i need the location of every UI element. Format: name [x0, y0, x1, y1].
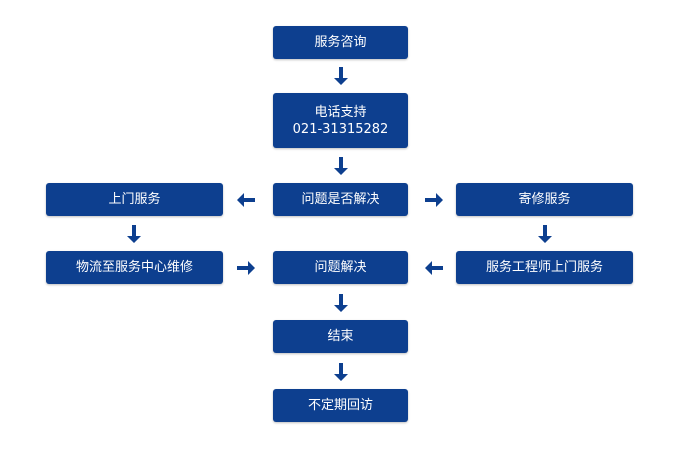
arrow-down-icon	[334, 294, 348, 312]
node-label: 问题解决	[314, 260, 367, 275]
phone-number: 021-31315282	[292, 121, 389, 137]
node-label: 电话支持	[314, 104, 367, 120]
node-logistics-repair: 物流至服务中心维修	[46, 251, 223, 284]
node-onsite-service: 上门服务	[46, 183, 223, 216]
node-label: 寄修服务	[518, 192, 571, 207]
arrow-right-icon	[425, 193, 443, 207]
node-label: 服务工程师上门服务	[485, 260, 603, 275]
arrow-down-icon	[334, 67, 348, 85]
node-engineer-onsite: 服务工程师上门服务	[456, 251, 633, 284]
node-phone-support: 电话支持 021-31315282	[273, 93, 408, 148]
node-label: 服务咨询	[314, 35, 367, 50]
arrow-down-icon	[127, 225, 141, 243]
node-label: 结束	[327, 329, 354, 344]
node-mail-repair: 寄修服务	[456, 183, 633, 216]
node-followup: 不定期回访	[273, 389, 408, 422]
node-problem-solved: 问题解决	[273, 251, 408, 284]
node-resolved-question: 问题是否解决	[273, 183, 408, 216]
node-end: 结束	[273, 320, 408, 353]
arrow-down-icon	[334, 157, 348, 175]
node-label: 物流至服务中心维修	[75, 260, 193, 275]
node-label: 不定期回访	[307, 398, 373, 413]
arrow-left-icon	[425, 261, 443, 275]
arrow-left-icon	[237, 193, 255, 207]
node-label: 问题是否解决	[301, 192, 380, 207]
arrow-right-icon	[237, 261, 255, 275]
node-service-consult: 服务咨询	[273, 26, 408, 59]
arrow-down-icon	[334, 363, 348, 381]
arrow-down-icon	[538, 225, 552, 243]
node-label: 上门服务	[108, 192, 161, 207]
